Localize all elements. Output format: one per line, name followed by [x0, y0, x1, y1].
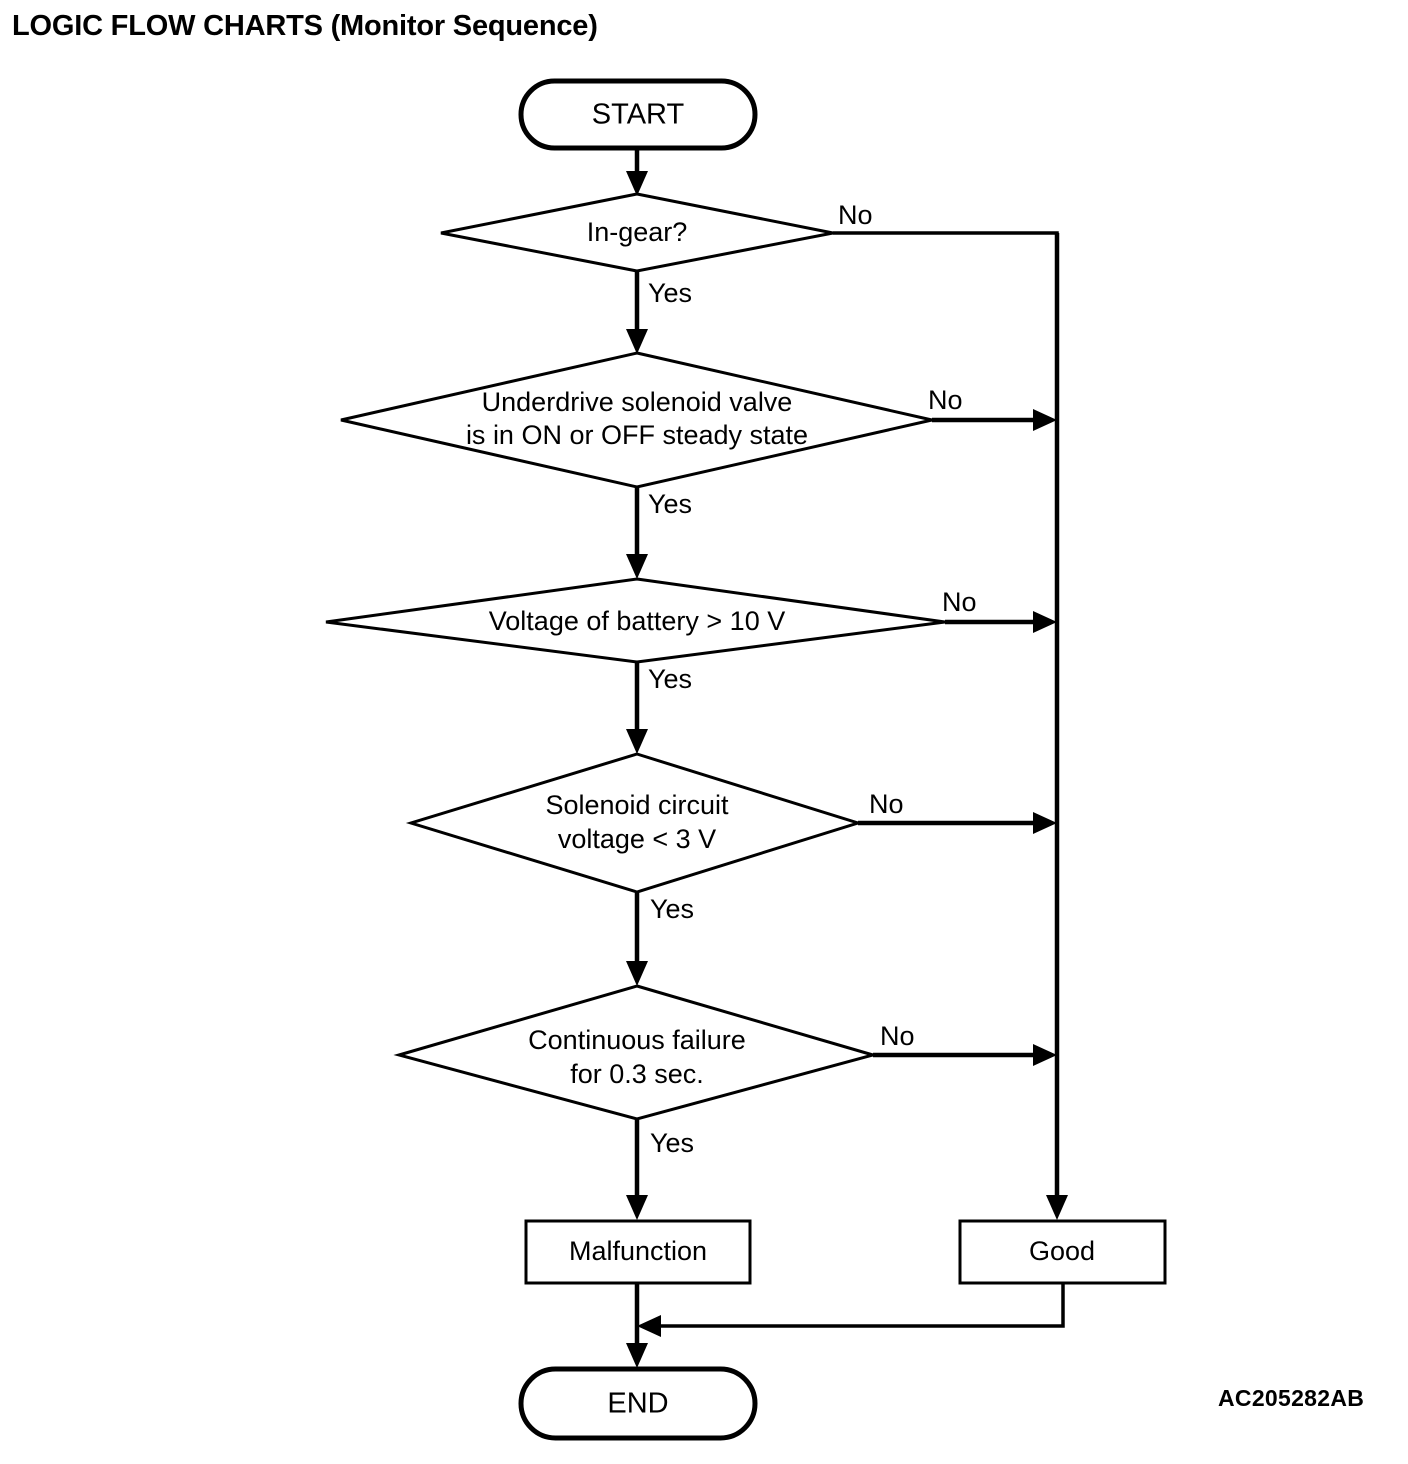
connector-decision3-yes: [626, 663, 648, 754]
edge-label-yes-5: Yes: [650, 1128, 694, 1158]
connector-decision5-no: [873, 1044, 1057, 1066]
node-decision-solenoid-circuit-voltage-label-line1: Solenoid circuit: [545, 790, 729, 820]
node-good-label: Good: [1029, 1236, 1095, 1266]
connector-bus-to-good: [1046, 233, 1068, 1220]
connector-start-to-decision1: [626, 148, 648, 196]
node-decision-underdrive-solenoid-label-line2: is in ON or OFF steady state: [466, 420, 808, 450]
node-start-label: START: [592, 99, 685, 131]
page-title: LOGIC FLOW CHARTS (Monitor Sequence): [12, 10, 598, 42]
connector-malfunction-to-end: [626, 1283, 648, 1368]
node-decision-in-gear-label: In-gear?: [587, 217, 688, 247]
edge-label-no-4: No: [869, 789, 904, 819]
edge-label-yes-4: Yes: [650, 894, 694, 924]
connector-decision4-yes: [626, 893, 648, 986]
connector-decision5-yes: [626, 1120, 648, 1220]
node-start[interactable]: START: [518, 78, 758, 151]
connector-decision3-no: [945, 611, 1057, 633]
node-malfunction-label: Malfunction: [569, 1236, 707, 1266]
node-decision-underdrive-solenoid-label-line1: Underdrive solenoid valve: [482, 387, 793, 417]
node-decision-solenoid-circuit-voltage[interactable]: Solenoid circuit voltage < 3 V: [405, 752, 864, 894]
node-decision-continuous-failure[interactable]: Continuous failure for 0.3 sec.: [393, 984, 879, 1121]
node-end[interactable]: END: [518, 1366, 758, 1441]
connector-decision1-yes: [626, 272, 648, 354]
node-decision-battery-voltage[interactable]: Voltage of battery > 10 V: [325, 577, 946, 664]
node-malfunction[interactable]: Malfunction: [524, 1219, 752, 1285]
connector-decision2-no: [932, 409, 1057, 431]
reference-code: AC205282AB: [1218, 1385, 1365, 1411]
node-decision-in-gear[interactable]: In-gear?: [440, 192, 834, 273]
node-decision-continuous-failure-label-line2: for 0.3 sec.: [570, 1059, 704, 1089]
node-end-label: END: [607, 1388, 668, 1420]
node-decision-solenoid-circuit-voltage-label-line2: voltage < 3 V: [558, 824, 716, 854]
edge-label-no-3: No: [942, 587, 977, 617]
connector-good-to-end: [637, 1283, 1065, 1337]
connector-decision2-yes: [626, 488, 648, 579]
edge-label-yes-2: Yes: [648, 489, 692, 519]
node-decision-battery-voltage-label: Voltage of battery > 10 V: [489, 606, 785, 636]
edge-label-no-1: No: [838, 200, 873, 230]
edge-label-no-2: No: [928, 385, 963, 415]
node-decision-continuous-failure-label-line1: Continuous failure: [528, 1025, 746, 1055]
edge-label-yes-1: Yes: [648, 278, 692, 308]
connector-decision4-no: [858, 812, 1057, 834]
edge-label-yes-3: Yes: [648, 664, 692, 694]
edge-label-no-5: No: [880, 1021, 915, 1051]
node-good[interactable]: Good: [958, 1219, 1167, 1285]
node-decision-underdrive-solenoid[interactable]: Underdrive solenoid valve is in ON or OF…: [340, 351, 933, 489]
